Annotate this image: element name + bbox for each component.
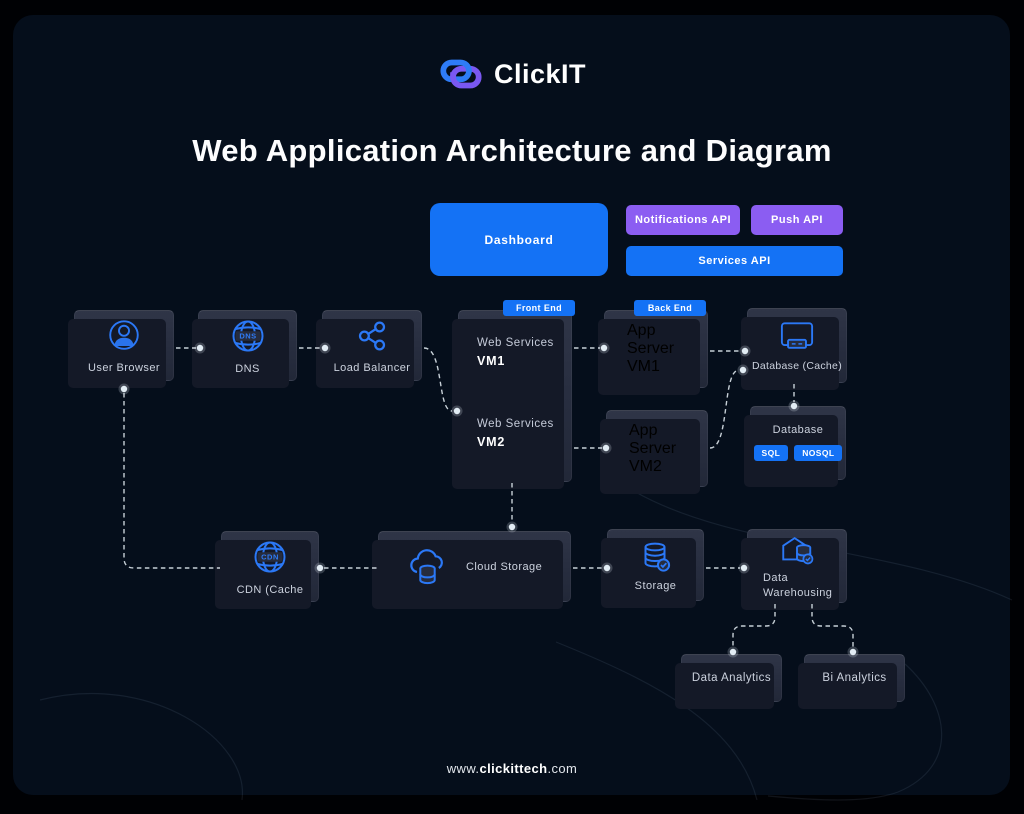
share-nodes-icon bbox=[358, 321, 386, 351]
vm-title: Web Services bbox=[477, 337, 554, 349]
node-label: Cloud Storage bbox=[466, 560, 543, 573]
footer-url: www.clickittech.com bbox=[0, 761, 1024, 776]
footer-prefix: www. bbox=[446, 761, 480, 776]
sql-chip: SQL bbox=[753, 445, 789, 461]
node-storage: Storage bbox=[607, 529, 704, 601]
node-label: Storage bbox=[634, 579, 677, 592]
node-label: Database bbox=[772, 424, 824, 436]
cdn-icon-text: CDN bbox=[261, 553, 279, 562]
node-label: Bi Analytics bbox=[822, 672, 887, 684]
node-app-server-vm2: App Server VM2 bbox=[606, 410, 708, 487]
vm-name: VM2 bbox=[629, 457, 662, 475]
chain-link-icon bbox=[440, 59, 482, 89]
page-title: Web Application Architecture and Diagram bbox=[192, 133, 832, 168]
database-check-icon bbox=[644, 542, 670, 572]
web-services-vm2-group: Web Services VM2 bbox=[477, 418, 554, 449]
dashboard-label: Dashboard bbox=[484, 232, 554, 247]
notifications-api-button: Notifications API bbox=[626, 205, 740, 235]
cloud-database-icon bbox=[410, 548, 443, 584]
nosql-chip: NOSQL bbox=[794, 445, 843, 461]
node-label: Load Balancer bbox=[333, 362, 411, 374]
node-cloud-storage: Cloud Storage bbox=[378, 531, 571, 602]
logo-text: ClickIT bbox=[493, 58, 587, 89]
vm-name: VM2 bbox=[477, 435, 506, 449]
dns-icon-text: DNS bbox=[239, 332, 256, 341]
back-end-tag: Back End bbox=[634, 300, 706, 316]
node-cdn-cache: CDN CDN (Cache bbox=[221, 531, 319, 602]
node-label: User Browser bbox=[87, 362, 161, 374]
vm-title: App Server bbox=[627, 322, 675, 357]
node-database-cache: Database (Cache) bbox=[747, 308, 847, 383]
vm-name: VM1 bbox=[477, 354, 506, 368]
node-label: Database (Cache) bbox=[751, 359, 842, 372]
database-chips: SQL NOSQL bbox=[751, 445, 845, 461]
front-end-tag: Front End bbox=[503, 300, 575, 316]
footer-domain: clickittech bbox=[479, 761, 548, 776]
web-services-vm1-group: Web Services VM1 bbox=[477, 337, 554, 368]
node-bi-analytics: Bi Analytics bbox=[804, 654, 905, 702]
push-api-label: Push API bbox=[771, 214, 823, 226]
node-label: Data Analytics bbox=[691, 672, 772, 684]
push-api-button: Push API bbox=[751, 205, 843, 235]
dashboard-button: Dashboard bbox=[430, 203, 608, 276]
cache-card-icon bbox=[780, 321, 814, 349]
node-user-browser: User Browser bbox=[74, 310, 174, 381]
vm-title: App Server bbox=[629, 421, 677, 457]
vm-title: Web Services bbox=[477, 418, 554, 430]
node-database: Database SQL NOSQL bbox=[750, 406, 846, 480]
warehouse-database-icon bbox=[782, 537, 814, 565]
footer-suffix: .com bbox=[547, 761, 578, 776]
node-label: Data Warehousing bbox=[763, 572, 833, 599]
node-label: DNS bbox=[235, 363, 260, 375]
globe-cdn-icon: CDN bbox=[254, 541, 286, 573]
node-web-services: Web Services VM1 Web Services VM2 bbox=[458, 310, 572, 482]
node-data-analytics: Data Analytics bbox=[681, 654, 782, 702]
services-api-button: Services API bbox=[626, 246, 843, 276]
services-api-label: Services API bbox=[698, 255, 771, 267]
node-app-server-vm1: App Server VM1 bbox=[604, 310, 708, 388]
notifications-api-label: Notifications API bbox=[634, 214, 732, 226]
node-label: CDN (Cache bbox=[236, 584, 304, 596]
logo: ClickIT bbox=[0, 56, 1024, 92]
node-data-warehousing: Data Warehousing bbox=[747, 529, 847, 603]
node-load-balancer: Load Balancer bbox=[322, 310, 422, 381]
globe-dns-icon: DNS bbox=[232, 320, 263, 352]
node-dns: DNS DNS bbox=[198, 310, 297, 381]
vm-name: VM1 bbox=[627, 358, 660, 375]
user-in-circle-icon bbox=[109, 320, 139, 350]
